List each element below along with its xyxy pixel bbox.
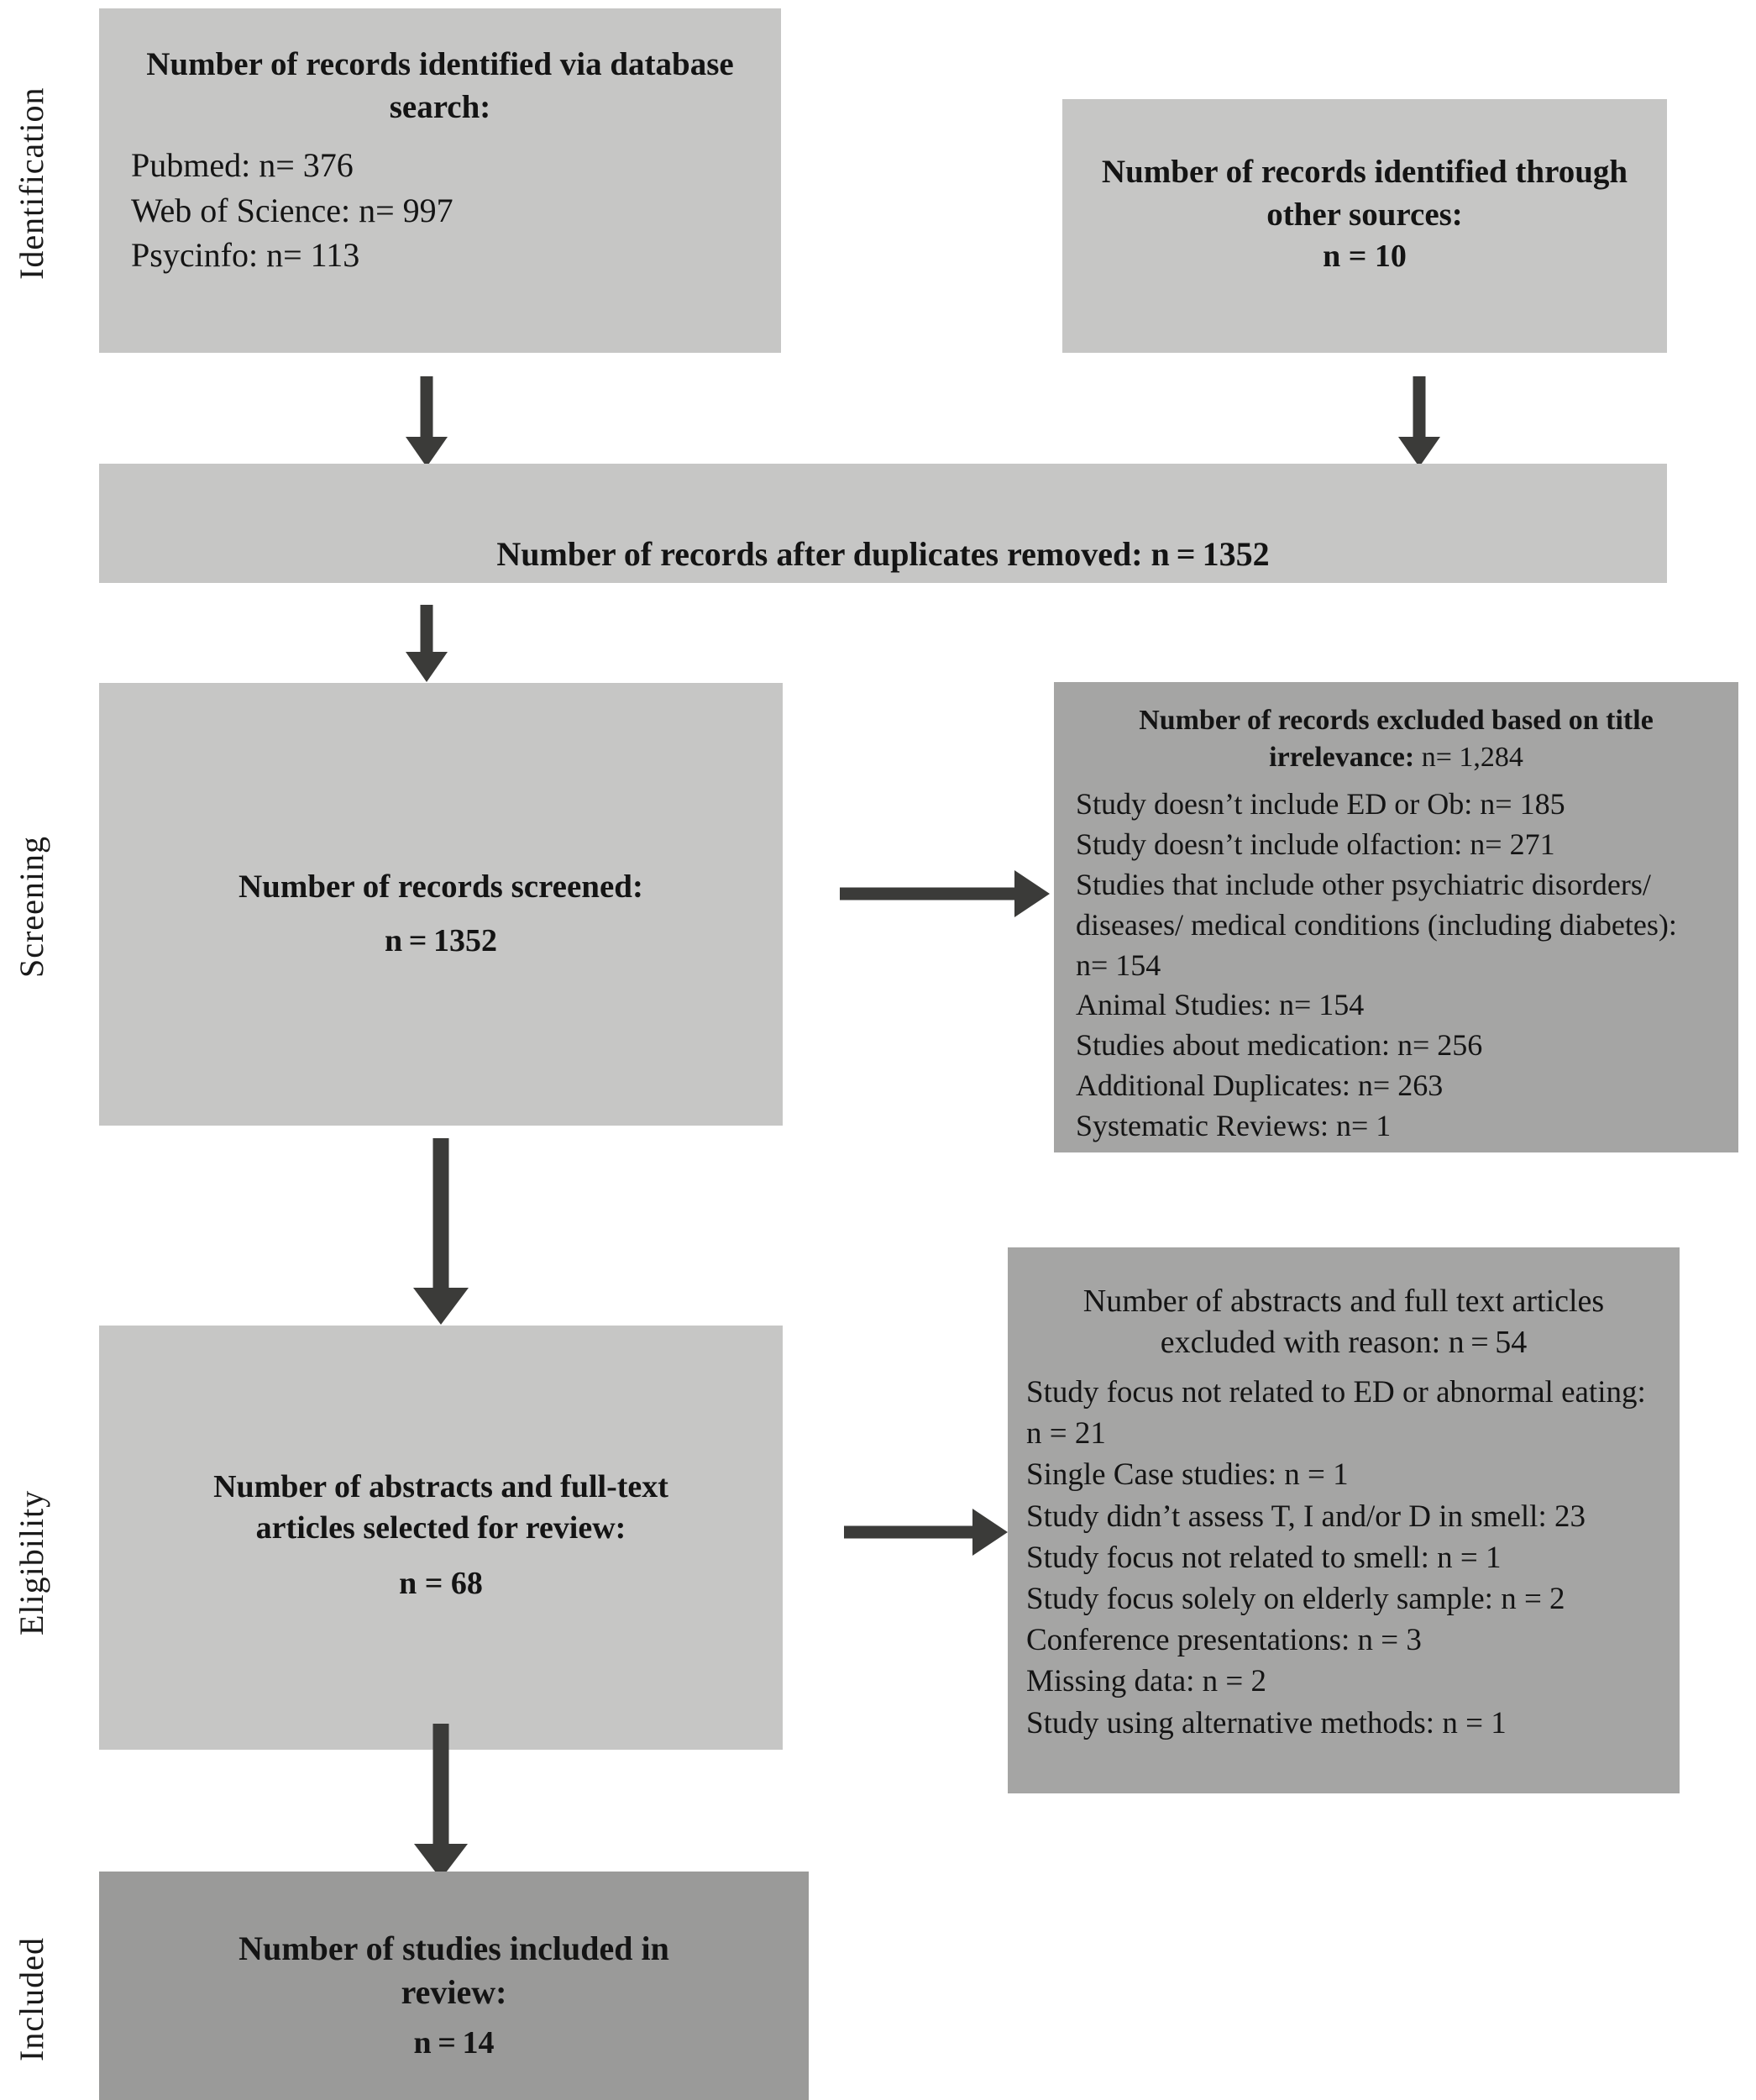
title-excluded-reason-1: Study doesn’t include olfaction: n= 271 <box>1076 827 1555 861</box>
included-box-title-line1: Number of studies included in <box>239 1929 669 1967</box>
fulltext-excluded-reason-7: Study using alternative methods: n = 1 <box>1026 1705 1507 1740</box>
box-records-excluded-title: Number of records excluded based on titl… <box>1054 682 1738 1152</box>
box-records-identified-other-sources: Number of records identified through oth… <box>1062 99 1667 353</box>
title-excluded-reason-0: Study doesn’t include ED or Ob: n= 185 <box>1076 787 1565 821</box>
fulltext-excluded-reason-2: Study didn’t assess T, I and/or D in sme… <box>1026 1499 1586 1534</box>
fulltext-excluded-reason-5: Conference presentations: n = 3 <box>1026 1623 1422 1658</box>
fulltext-excluded-reason-4: Study focus solely on elderly sample: n … <box>1026 1582 1565 1617</box>
title-excluded-heading-bold: irrelevance: <box>1269 742 1415 774</box>
arrow-screened-to-title-excluded <box>840 869 1050 918</box>
other-sources-box-count: n = 10 <box>1323 239 1407 275</box>
title-excluded-reason-4: Studies about medication: n= 256 <box>1076 1028 1483 1063</box>
box-records-after-duplicates-removed: Number of records after duplicates remov… <box>99 464 1667 583</box>
database-source-pubmed: Pubmed: n= 376 <box>131 146 354 184</box>
stage-label-eligibility: Eligibility <box>13 1489 50 1635</box>
other-sources-box-title: Number of records identified through oth… <box>1101 154 1628 233</box>
records-screened-count: n = 1352 <box>384 922 497 958</box>
fulltext-excluded-heading-line1: Number of abstracts and full text articl… <box>1082 1284 1605 1319</box>
fulltext-excluded-reason-1: Single Case studies: n = 1 <box>1026 1457 1349 1493</box>
selected-box-count: n = 68 <box>399 1565 483 1601</box>
title-excluded-heading-line1: Number of records excluded based on titl… <box>1139 705 1654 736</box>
box-records-screened: Number of records screened: n = 1352 <box>99 683 783 1126</box>
arrow-selected-to-included <box>414 1724 468 1879</box>
title-excluded-reason-6: Systematic Reviews: n= 1 <box>1076 1109 1392 1142</box>
fulltext-excluded-reason-0: Study focus not related to ED or abnorma… <box>1026 1375 1646 1452</box>
fulltext-excluded-heading-line2: excluded with reason: n = 54 <box>1160 1325 1528 1361</box>
box-records-identified-database: Number of records identified via databas… <box>99 8 781 353</box>
box-abstracts-fulltext-selected: Number of abstracts and full-text articl… <box>99 1326 783 1750</box>
duplicates-bar-text: Number of records after duplicates remov… <box>496 535 1270 573</box>
fulltext-excluded-reason-3: Study focus not related to smell: n = 1 <box>1026 1540 1502 1575</box>
database-box-title: Number of records identified via databas… <box>146 46 734 125</box>
selected-box-title-line2: articles selected for review: <box>255 1510 626 1546</box>
arrow-screened-to-selected <box>413 1138 469 1325</box>
arrow-duplicates-to-screened <box>401 605 452 682</box>
title-excluded-reason-5: Additional Duplicates: n= 263 <box>1076 1068 1444 1103</box>
database-source-web-of-science: Web of Science: n= 997 <box>131 191 453 229</box>
stage-label-screening: Screening <box>13 836 50 979</box>
included-box-count: n = 14 <box>413 2025 495 2061</box>
arrow-identification-to-duplicates-left <box>401 376 452 467</box>
title-excluded-reason-2: Studies that include other psychiatric d… <box>1076 867 1677 982</box>
title-excluded-reason-3: Animal Studies: n= 154 <box>1076 988 1365 1022</box>
stage-label-identification: Identification <box>13 87 50 280</box>
title-excluded-heading-line2: irrelevance: n= 1,284 <box>1054 739 1738 776</box>
included-box-title-line2: review: <box>401 1973 507 2011</box>
stage-label-included: Included <box>13 1937 50 2061</box>
box-studies-included: Number of studies included in review: n … <box>99 1872 809 2100</box>
arrow-identification-to-duplicates-right <box>1394 376 1444 467</box>
selected-box-title-line1: Number of abstracts and full-text <box>213 1469 668 1504</box>
database-source-psycinfo: Psycinfo: n= 113 <box>131 236 360 275</box>
arrow-selected-to-fulltext-excluded <box>844 1508 1008 1557</box>
records-screened-title: Number of records screened: <box>239 869 643 905</box>
fulltext-excluded-reason-6: Missing data: n = 2 <box>1026 1664 1267 1699</box>
title-excluded-heading-count: n= 1,284 <box>1414 742 1523 774</box>
box-fulltext-excluded-with-reason: Number of abstracts and full text articl… <box>1008 1247 1680 1793</box>
